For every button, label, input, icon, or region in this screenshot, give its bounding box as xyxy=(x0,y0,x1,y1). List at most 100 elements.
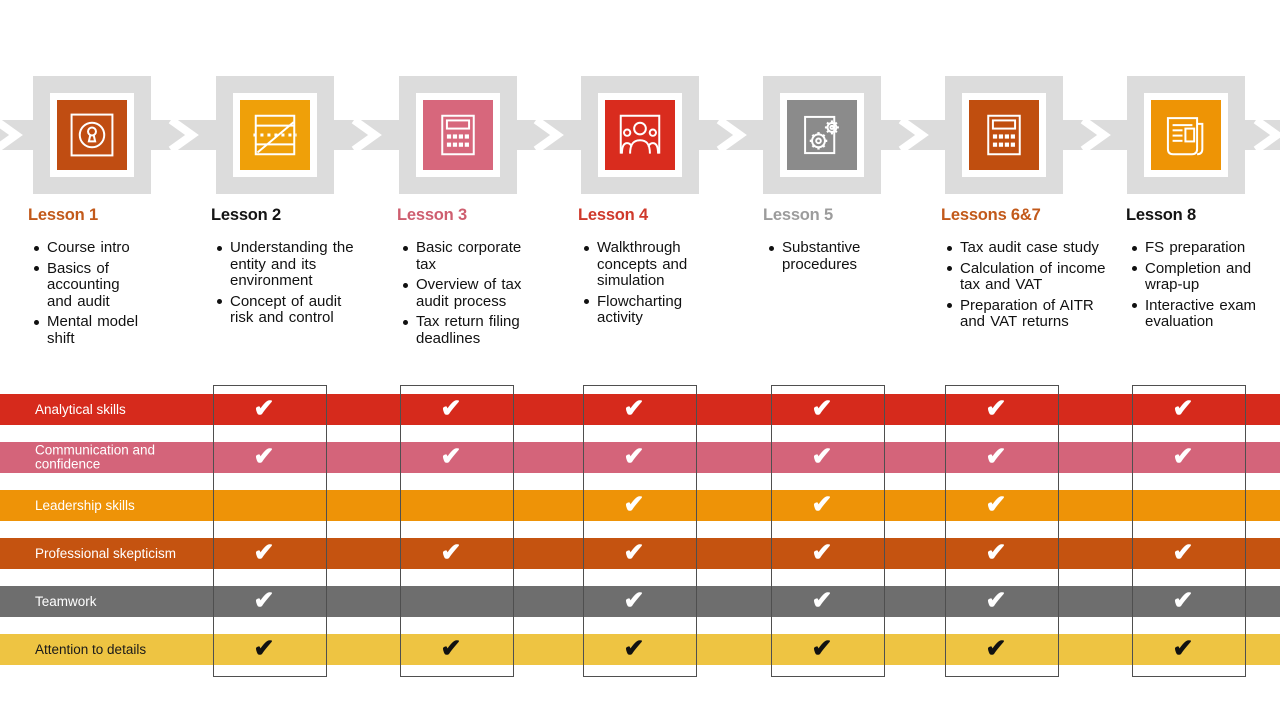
lesson-icon-frame xyxy=(50,93,134,177)
checkmark-icon: ✔ xyxy=(811,442,833,470)
skill-row-label: Professional skepticism xyxy=(35,545,177,561)
lesson-bullet: Basic corporate tax xyxy=(397,239,529,273)
lesson-bullet: FS preparation xyxy=(1126,239,1268,257)
matrix-column-box-1 xyxy=(213,385,327,677)
lesson-title: Lessons 6&7 xyxy=(941,206,1041,224)
checkmark-icon: ✔ xyxy=(623,490,645,518)
news-report-icon xyxy=(1166,117,1204,156)
lesson-icon-square xyxy=(605,100,675,170)
lesson-bullet: Flowcharting activity xyxy=(578,293,698,327)
vault-lock-icon xyxy=(70,113,114,157)
matrix-column-box-2 xyxy=(400,385,514,677)
lesson-bullet: Preparation of AITR and VAT returns xyxy=(941,297,1115,331)
matrix-column-box-4 xyxy=(771,385,885,677)
lesson-icon-frame xyxy=(598,93,682,177)
checkmark-icon: ✔ xyxy=(985,538,1007,566)
lesson-bullet: Substantive procedures xyxy=(763,239,881,273)
lesson-bullet: Basics of accounting and audit xyxy=(28,260,148,311)
lesson-icon-square xyxy=(57,100,127,170)
checkmark-icon: ✔ xyxy=(440,394,462,422)
lesson-bullet-list: Substantive procedures xyxy=(763,239,881,273)
lesson-title: Lesson 2 xyxy=(211,206,281,224)
skill-row-label: Analytical skills xyxy=(35,401,126,417)
lesson-tile-3 xyxy=(399,76,517,194)
calculator-icon xyxy=(441,114,475,156)
checkmark-icon: ✔ xyxy=(253,538,275,566)
checkmark-icon: ✔ xyxy=(985,634,1007,662)
checkmark-icon: ✔ xyxy=(985,394,1007,422)
calculator-icon xyxy=(987,114,1021,156)
skill-row-label: Leadership skills xyxy=(35,497,135,513)
checkmark-icon: ✔ xyxy=(811,634,833,662)
lesson-bullet: Course intro xyxy=(28,239,148,257)
lesson-icon-square xyxy=(1151,100,1221,170)
checkmark-icon: ✔ xyxy=(1172,634,1194,662)
checkmark-icon: ✔ xyxy=(253,442,275,470)
checkmark-icon: ✔ xyxy=(253,394,275,422)
checkmark-icon: ✔ xyxy=(811,490,833,518)
lesson-bullet: Understanding the entity and its environ… xyxy=(211,239,363,290)
matrix-column-box-6 xyxy=(1132,385,1246,677)
lesson-title: Lesson 1 xyxy=(28,206,98,224)
checkmark-icon: ✔ xyxy=(1172,442,1194,470)
lesson-icon-square xyxy=(969,100,1039,170)
lesson-title: Lesson 8 xyxy=(1126,206,1196,224)
lesson-title: Lesson 3 xyxy=(397,206,467,224)
checkmark-icon: ✔ xyxy=(440,538,462,566)
lesson-title: Lesson 4 xyxy=(578,206,648,224)
lesson-tile-5 xyxy=(763,76,881,194)
lesson-bullet: Mental model shift xyxy=(28,313,148,347)
lesson-bullet: Completion and wrap-up xyxy=(1126,260,1268,294)
lesson-tile-2 xyxy=(216,76,334,194)
lesson-bullet: Interactive exam evaluation xyxy=(1126,297,1268,331)
lesson-icon-square xyxy=(423,100,493,170)
checkmark-icon: ✔ xyxy=(811,586,833,614)
lesson-icon-frame xyxy=(962,93,1046,177)
gears-document-icon xyxy=(804,115,839,155)
skill-row-label: Attention to details xyxy=(35,641,147,657)
lesson-bullet: Calculation of income tax and VAT xyxy=(941,260,1115,294)
lesson-bullet: Tax audit case study xyxy=(941,239,1115,257)
lesson-tile-7 xyxy=(1127,76,1245,194)
matrix-column-box-3 xyxy=(583,385,697,677)
lesson-icon-frame xyxy=(233,93,317,177)
lesson-bullet-list: Understanding the entity and its environ… xyxy=(211,239,363,327)
lesson-bullet: Overview of tax audit process xyxy=(397,276,529,310)
meeting-people-icon xyxy=(619,114,661,154)
checkmark-icon: ✔ xyxy=(985,442,1007,470)
lesson-bullet: Concept of audit risk and control xyxy=(211,293,363,327)
lesson-icon-square xyxy=(787,100,857,170)
lesson-icon-frame xyxy=(780,93,864,177)
lesson-bullet: Tax return filing deadlines xyxy=(397,313,529,347)
lesson-icon-frame xyxy=(416,93,500,177)
checkmark-icon: ✔ xyxy=(1172,394,1194,422)
checkmark-icon: ✔ xyxy=(623,538,645,566)
skill-row-label: Teamwork xyxy=(35,593,97,609)
lesson-icon-square xyxy=(240,100,310,170)
matrix-column-box-5 xyxy=(945,385,1059,677)
checkmark-icon: ✔ xyxy=(440,442,462,470)
lesson-bullet: Walkthrough concepts and simulation xyxy=(578,239,698,290)
checkmark-icon: ✔ xyxy=(623,586,645,614)
checkmark-icon: ✔ xyxy=(1172,586,1194,614)
checkmark-icon: ✔ xyxy=(985,490,1007,518)
lesson-tile-6 xyxy=(945,76,1063,194)
lesson-tile-1 xyxy=(33,76,151,194)
lesson-column-4: Lesson 4 Walkthrough concepts and simulat… xyxy=(578,206,698,331)
lesson-tile-4 xyxy=(581,76,699,194)
checkmark-icon: ✔ xyxy=(623,442,645,470)
checkmark-icon: ✔ xyxy=(253,586,275,614)
lesson-column-2: Lesson 2 Understanding the entity and its… xyxy=(211,206,363,331)
checkmark-icon: ✔ xyxy=(253,634,275,662)
checkmark-icon: ✔ xyxy=(440,634,462,662)
